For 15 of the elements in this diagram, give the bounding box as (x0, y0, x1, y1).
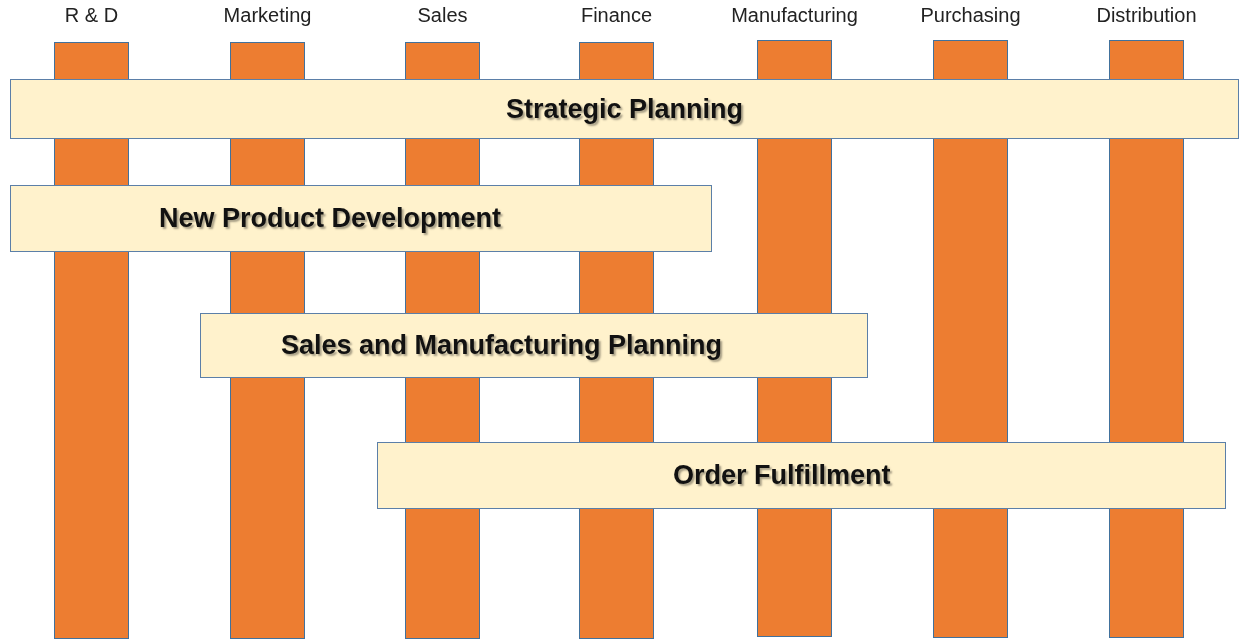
process-title: Sales and Manufacturing Planning (281, 330, 723, 361)
department-heading: Marketing (223, 4, 312, 27)
process-title: New Product Development (159, 203, 502, 234)
process-title: Order Fulfillment (673, 460, 891, 491)
department-heading: Distribution (1096, 4, 1197, 27)
process-band (10, 79, 1239, 139)
process-band (377, 442, 1226, 509)
process-band (200, 313, 868, 378)
department-heading: R & D (64, 4, 119, 27)
department-heading: Finance (580, 4, 653, 27)
department-heading: Purchasing (920, 4, 1021, 27)
department-heading: Sales (417, 4, 468, 27)
process-band (10, 185, 712, 252)
department-heading: Manufacturing (731, 4, 858, 27)
process-title: Strategic Planning (505, 93, 743, 125)
